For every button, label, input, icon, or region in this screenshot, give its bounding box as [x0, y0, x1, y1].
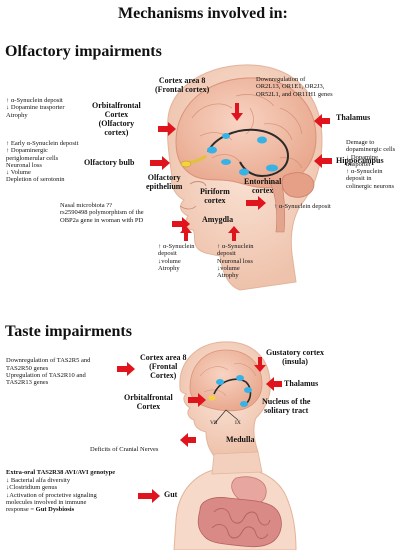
taste-note-gut-text: ↓ Bacterial alfa diversity ↓Clostridium …: [6, 477, 97, 514]
cranial-nerves: [213, 409, 239, 425]
node-thalamus: [257, 136, 267, 144]
taste-label-nerve-ix: IX: [235, 420, 241, 426]
olf-note-entorhinal: ↑ α-Synuclein deposit: [274, 203, 331, 210]
taste-arrow-gut: [138, 489, 160, 503]
node-orbitofrontal: [207, 146, 217, 154]
taste-node-thalamus: [244, 387, 252, 393]
arrow-orbitofrontal: [158, 122, 176, 136]
cerebellum: [281, 172, 315, 198]
intestine-coils: [211, 508, 271, 539]
olf-label-entorhinal: Entorhinal cortex: [244, 177, 282, 195]
taste-label-cortex-area-8: Cortex area 8 (Frontal Cortex): [140, 353, 187, 380]
taste-note-cranial: Deficits of Cranial Nerves: [90, 446, 159, 453]
olf-note-piriform: ↑ α-Synuclein deposit ↓volume Atrophy: [158, 243, 195, 272]
taste-label-gut: Gut: [164, 490, 178, 499]
node-frontal: [222, 133, 230, 139]
olfactory-head-illustration: [167, 64, 323, 291]
arrow-piriform: [180, 226, 192, 241]
olf-note-olfactory-bulb: ↑ Early α-Synuclein deposit ↑ Dopaminerg…: [6, 140, 79, 184]
taste-head-illustration: [173, 341, 297, 550]
taste-node-orbitofrontal: [208, 395, 216, 401]
arrow-hippocampus: [314, 154, 332, 168]
brainstem: [269, 181, 286, 233]
page-title: Mechanisms involved in:: [118, 5, 288, 22]
arrow-entorhinal: [246, 196, 266, 210]
limbic-pathway: [207, 128, 290, 178]
olf-note-hippocampus: Demage to dopaminergic cells ↓ Dopamine …: [346, 139, 396, 190]
node-amygdala: [239, 168, 249, 176]
taste-node-gustatory: [236, 375, 244, 381]
node-piriform: [221, 159, 231, 165]
olfactory-arrows: [150, 103, 332, 241]
arrow-olfactory-bulb: [150, 156, 170, 170]
node-hippocampus: [266, 164, 278, 172]
taste-note-gut-title: Extra-oral TAS2R38 AVI/AVI genotype: [6, 469, 116, 476]
arrow-amygdala: [228, 226, 240, 241]
nostril-line: [179, 205, 197, 210]
taste-arrow-gustatory: [254, 357, 266, 372]
olf-note-cortex-area-8: Downregulation of OR2L13, OR1E1, OR2J3, …: [256, 76, 333, 98]
eye: [189, 181, 207, 187]
taste-label-nucleus: Nucleus of the solitary tract: [262, 397, 311, 415]
olf-label-piriform: Piriform cortex: [200, 187, 230, 205]
taste-arrow-cranial: [180, 433, 196, 447]
olf-label-olfactory-epithelium: Olfactory epithelium: [146, 173, 183, 191]
taste-label-gustatory: Gustatory cortex (insula): [266, 348, 324, 366]
taste-note-genes: Downregulation of TAS2R5 and TAS2R50 gen…: [6, 350, 90, 386]
olf-note-amygdala: ↑ α-Synuclein deposit Neuronal loss ↓vol…: [217, 243, 254, 280]
olf-note-orbitofrontal: ↑ α-Synuclein deposit ↓ Dopamine traspor…: [6, 97, 65, 119]
taste-label-medulla: Medulla: [226, 435, 255, 444]
taste-arrow-orbitofrontal: [188, 393, 206, 407]
arrow-cortex8: [231, 103, 243, 121]
olf-note-nasal: Nasal microbiota ?? rs2590498 polymorphi…: [60, 202, 144, 224]
taste-heading: Taste impairments: [5, 323, 132, 340]
taste-node-frontal: [216, 379, 224, 385]
taste-arrow-genes: [117, 362, 135, 376]
node-olfactory-bulb: [180, 160, 192, 168]
olf-label-thalamus: Thalamus: [336, 113, 371, 122]
olf-label-olfactory-bulb: Olfactory bulb: [84, 158, 135, 167]
taste-note-gut: ↓ Bacterial alfa diversity ↓Clostridium …: [6, 477, 97, 513]
taste-label-thalamus: Thalamus: [284, 379, 319, 388]
brain-gyri: [191, 94, 303, 169]
taste-label-nerve-vii: VII: [210, 420, 218, 426]
taste-node-nucleus: [240, 401, 248, 407]
taste-note-genes-text: Downregulation of TAS2R5 and TAS2R50 gen…: [6, 357, 91, 387]
taste-label-orbitofrontal: Orbitalfrontal Cortex: [124, 393, 173, 411]
taste-arrow-thalamus: [266, 377, 282, 391]
taste-brain: [189, 349, 263, 412]
olf-label-cortex-area-8: Cortex area 8 (Frontal cortex): [155, 76, 210, 94]
olf-label-orbitofrontal: Orbitalfrontal Cortex (Olfactory cortex): [92, 101, 141, 137]
taste-note-gut-emph: Gut Dysbiosis: [35, 506, 75, 514]
olfactory-heading: Olfactory impairments: [5, 43, 162, 60]
olf-label-hippocampus: Hippocampus: [336, 156, 384, 165]
neck: [211, 451, 263, 475]
arrow-thalamus: [314, 114, 330, 128]
olf-label-amygdala: Amygdla: [202, 215, 234, 224]
taste-arrows: [117, 357, 282, 503]
